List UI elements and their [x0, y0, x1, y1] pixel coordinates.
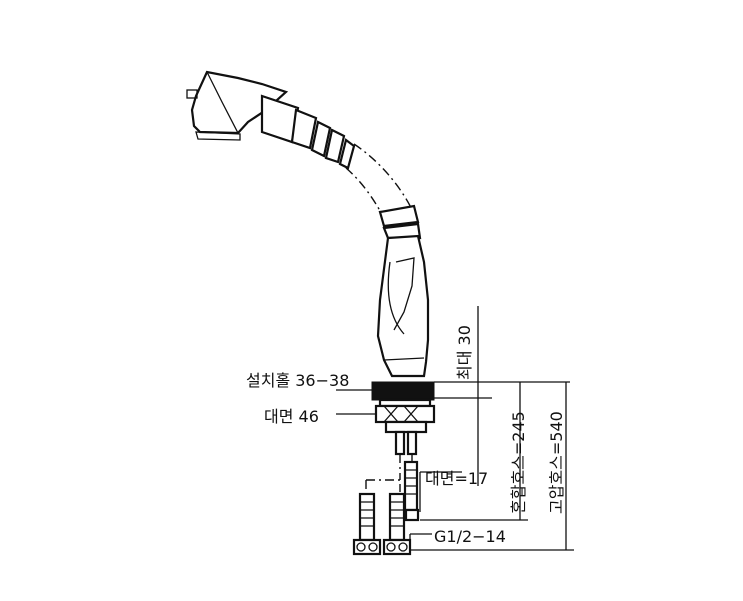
labels: 설치홀 36−38 대면 46 대면=17 G1/2−14 최대 30 혼합호스…: [246, 325, 566, 546]
pullout-hose: [345, 143, 422, 240]
label-thread: G1/2−14: [434, 527, 506, 546]
mount-flange: [371, 381, 436, 456]
label-high-pressure-hose: 고압호스=540: [547, 411, 566, 514]
label-face-width-17: 대면=17: [425, 469, 488, 488]
supply-hoses: [352, 454, 420, 556]
faucet-body: [376, 234, 430, 378]
label-mount-hole: 설치홀 36−38: [246, 371, 349, 390]
label-mixed-hose: 혼합호스=245: [509, 411, 528, 514]
label-max-30: 최대 30: [455, 325, 474, 380]
spray-head: [186, 70, 356, 170]
dimension-lines: [336, 306, 574, 551]
label-face-width-46: 대면 46: [264, 407, 319, 426]
